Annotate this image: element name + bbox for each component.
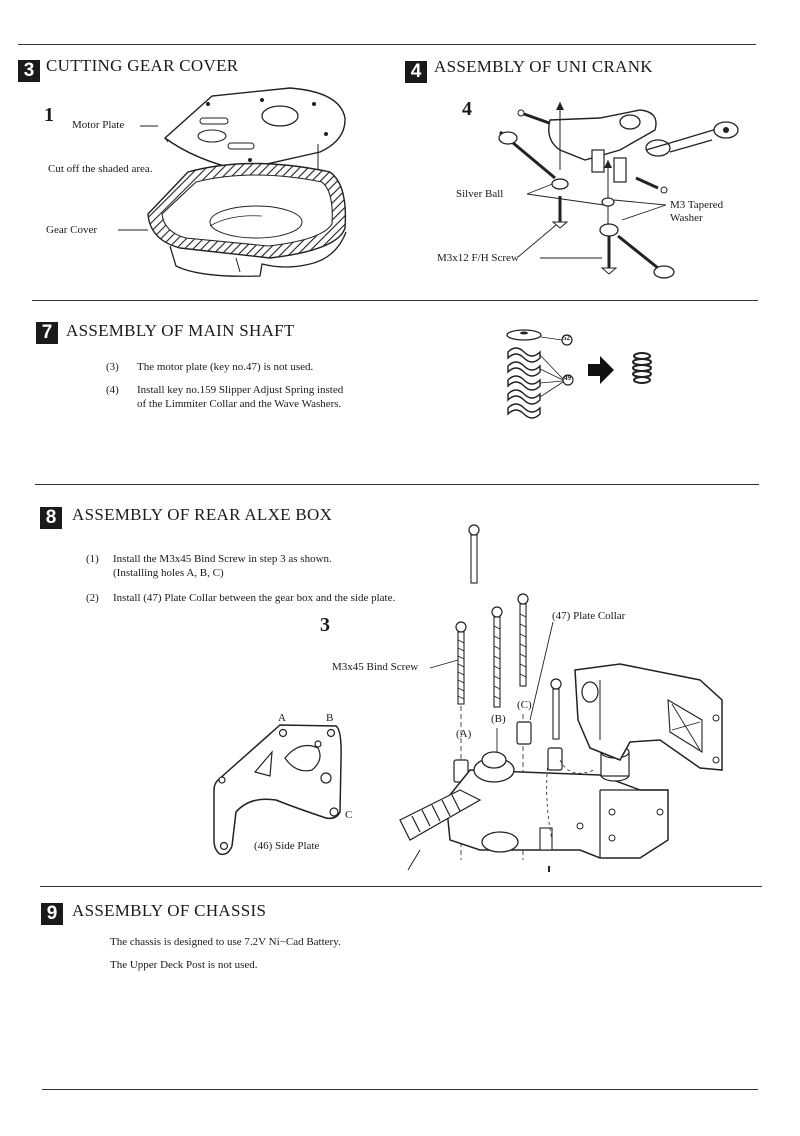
label-hole-a: A (278, 712, 286, 724)
label-silver-ball: Silver Ball (456, 188, 504, 200)
instruction-item: (4) Install key no.159 Slipper Adjust Sp… (106, 383, 406, 413)
section-title: ASSEMBLY OF CHASSIS (72, 901, 267, 920)
instruction-item: (3) The motor plate (key no.47) is not u… (106, 360, 406, 376)
item-text: The motor plate (key no.47) is not used. (137, 361, 314, 373)
section-number-badge: 4 (405, 61, 427, 83)
item-number: (1) (86, 553, 99, 565)
bottom-rule (42, 1089, 758, 1090)
item-text: Install the M3x45 Bind Screw in step 3 a… (113, 553, 332, 565)
label-position-c: (C) (517, 699, 532, 711)
label-plate-collar: (47) Plate Collar (552, 610, 626, 622)
section-title: ASSEMBLY OF REAR ALXE BOX (72, 505, 333, 524)
label-gear-cover: Gear Cover (46, 224, 98, 236)
step-number: 3 (320, 614, 330, 636)
rule-after-section-3-4 (32, 300, 758, 301)
rear-axle-box-illustration (213, 524, 723, 872)
section-title: CUTTING GEAR COVER (46, 56, 239, 75)
item-number: (4) (106, 384, 119, 396)
slipper-spring-illustration (506, 329, 652, 419)
chassis-note: The chassis is designed to use 7.2V Ni−C… (110, 936, 341, 948)
label-cut-off: Cut off the shaded area. (48, 163, 153, 175)
rule-after-section-8 (40, 886, 762, 887)
label-tapered-washer-line2: Washer (670, 212, 703, 224)
label-motor-plate: Motor Plate (72, 119, 125, 131)
item-number: (2) (86, 592, 99, 604)
step-number: 4 (462, 98, 472, 120)
section-number-badge: 3 (18, 60, 40, 82)
instruction-item: (2) Install (47) Plate Collar between th… (86, 591, 466, 607)
chassis-note: The Upper Deck Post is not used. (110, 959, 258, 971)
label-bind-screw: M3x45 Bind Screw (332, 661, 419, 673)
section-number-badge: 8 (40, 507, 62, 529)
gear-cover-illustration (118, 87, 347, 277)
item-text: (Installing holes A, B, C) (113, 567, 224, 579)
instruction-item: (1) Install the M3x45 Bind Screw in step… (86, 552, 466, 582)
label-hole-b: B (326, 712, 334, 724)
item-text: Install key no.159 Slipper Adjust Spring… (137, 384, 344, 396)
callout-part-upper: 52 (563, 334, 570, 342)
item-number: (3) (106, 361, 119, 373)
label-tapered-washer-line1: M3 Tapered (670, 199, 724, 211)
label-position-b: (B) (491, 713, 506, 725)
rule-after-section-7 (35, 484, 759, 485)
top-rule (18, 44, 756, 45)
label-side-plate: (46) Side Plate (254, 840, 320, 852)
section-number-badge: 9 (41, 903, 63, 925)
label-fh-screw: M3x12 F/H Screw (437, 252, 519, 264)
section-number-badge: 7 (36, 322, 58, 344)
callout-part-lower: 49 (564, 374, 571, 382)
uni-crank-illustration (498, 102, 739, 279)
label-hole-c: C (345, 809, 353, 821)
section-title: ASSEMBLY OF UNI CRANK (434, 57, 653, 76)
label-position-a: (A) (456, 728, 472, 740)
step-number: 1 (44, 104, 54, 126)
section-title: ASSEMBLY OF MAIN SHAFT (66, 321, 295, 340)
item-text: Install (47) Plate Collar between the ge… (113, 592, 396, 604)
item-text: of the Limmiter Collar and the Wave Wash… (137, 398, 342, 410)
